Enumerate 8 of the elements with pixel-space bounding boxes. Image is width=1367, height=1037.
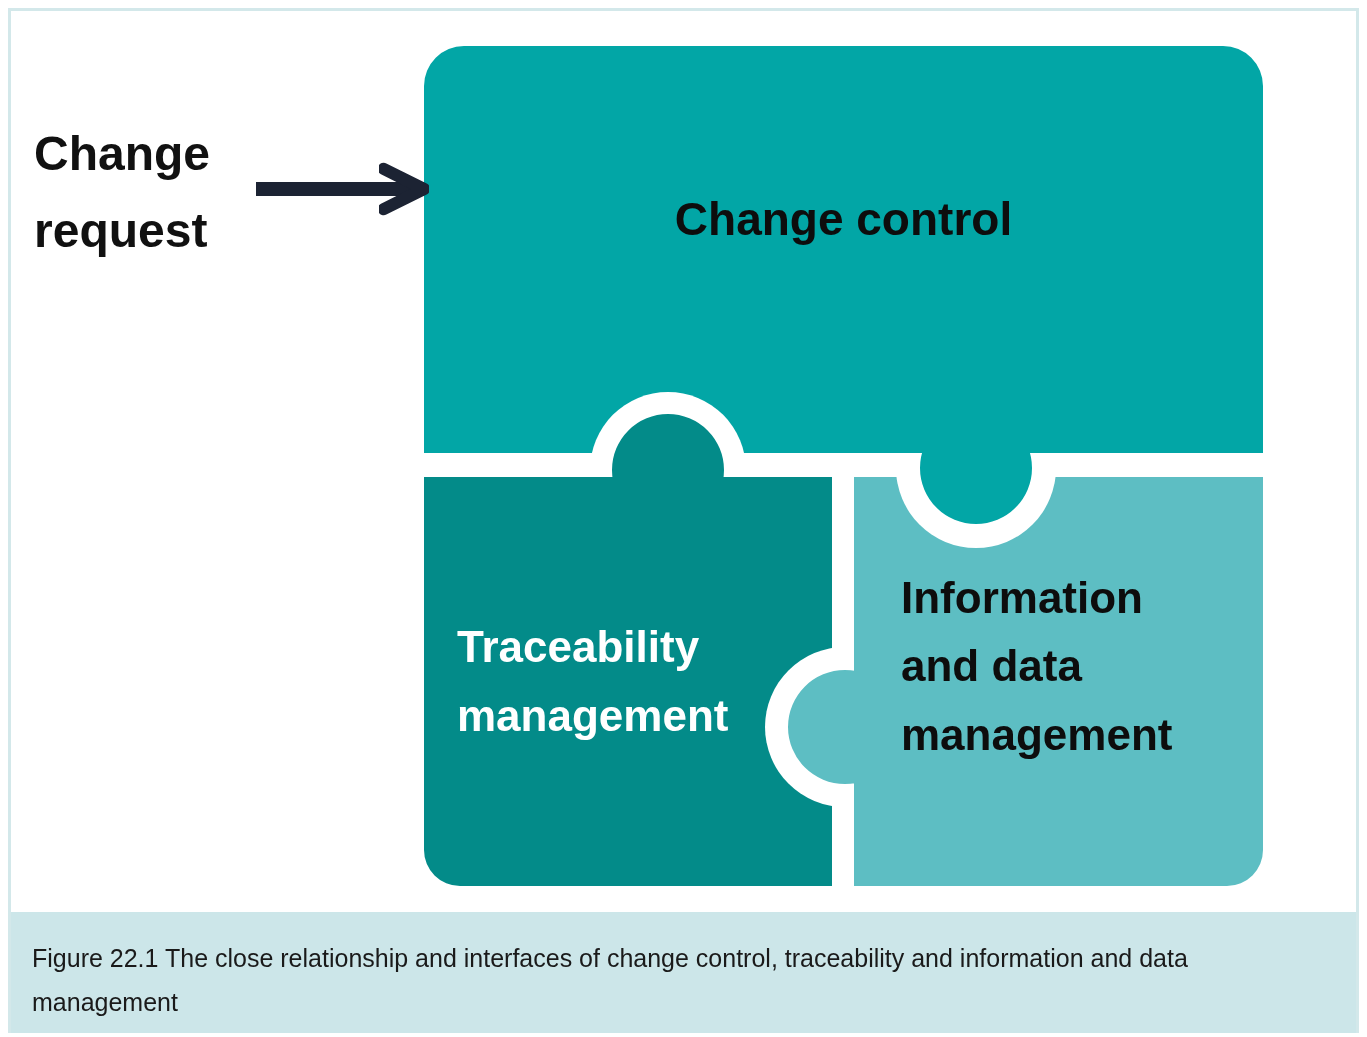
arrow bbox=[256, 162, 431, 216]
piece-label: Traceability management bbox=[457, 621, 730, 742]
text-label: Change request bbox=[34, 118, 254, 268]
puzzle-piece bbox=[424, 414, 832, 886]
piece-label: Change control bbox=[674, 191, 1013, 247]
figure-caption: Figure 22.1 The close relationship and interfaces of change control, traceability and information and data management bbox=[32, 944, 1188, 1016]
piece-label: Information and data management bbox=[901, 572, 1174, 761]
puzzle-piece bbox=[788, 477, 1263, 886]
